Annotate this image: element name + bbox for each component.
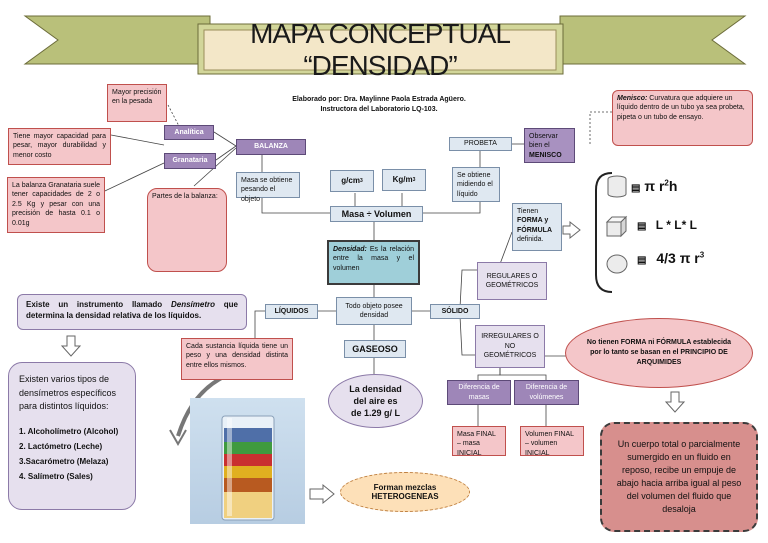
credits-author: Elaborado por: Dra. Maylinne Paola Estra… — [292, 96, 466, 103]
observar-text: Observar bien el — [529, 133, 558, 150]
analitica-node: Analítica — [164, 125, 214, 140]
dif-masas-node: Diferencia de masas — [447, 380, 511, 405]
unit-gcm3-text: g/cm — [341, 175, 360, 185]
formula-cylinder-tail: h — [668, 178, 678, 194]
vol-calc-box: Volumen FINAL – volumen INICIAL — [520, 426, 584, 457]
no-forma-box: No tienen FORMA ni FÓRMULA establecida p… — [565, 318, 753, 388]
densimetro-pre: Existe un instrumento llamado — [26, 300, 171, 309]
cada-sustancia-box: Cada sustancia líquida tiene un peso y u… — [181, 338, 293, 380]
masa-obtiene-box: Masa se obtiene pesando el objeto — [236, 172, 300, 203]
tipos-intro: Existen varios tipos de densímetros espe… — [19, 374, 117, 411]
unit-kgm3-text: Kg/m — [392, 174, 413, 184]
banner-ribbon-icon — [23, 15, 747, 75]
unit-gcm3-sup: 3 — [359, 177, 363, 184]
mezclas-box: Forman mezclas HETEROGENEAS — [340, 472, 470, 512]
balanza-parts-box: Partes de la balanza: — [147, 188, 227, 272]
equals-icon: ▤ — [631, 183, 641, 194]
solid-shapes-icon — [605, 175, 628, 274]
tipos-item: 1. Alcoholímetro (Alcohol) — [19, 426, 119, 436]
masa-calc-box: Masa FINAL – masa INICIAL — [452, 426, 506, 457]
formula-cylinder-sup: 2 — [664, 178, 669, 188]
dif-volumenes-node: Diferencia de volúmenes — [514, 380, 579, 405]
granataria-spec: La balanza Granataria suele tener capaci… — [7, 177, 105, 233]
tipos-item: 2. Lactómetro (Leche) — [19, 441, 103, 451]
unit-kgm3-sup: 3 — [412, 176, 416, 183]
aire-box: La densidad del aire es de 1.29 g/ L — [328, 374, 423, 428]
title-banner: MAPA CONCEPTUAL “DENSIDAD” — [0, 0, 768, 81]
menisco-box: Menisco: Curvatura que adquiere un líqui… — [612, 90, 753, 146]
analitica-note: Mayor precisión en la pesada — [107, 84, 167, 122]
formula-cylinder-text: π r — [644, 178, 665, 194]
regulares-node: REGULARES O GEOMÉTRICOS — [477, 262, 547, 300]
states-box: Todo objeto posee densidad — [336, 297, 412, 325]
layered-liquid-photo — [190, 398, 305, 524]
granataria-note: Tiene mayor capacidad para pesar, mayor … — [8, 128, 111, 165]
menisco-text: Curvatura que adquiere un líquido dentro… — [617, 95, 745, 121]
arquimides-box: Un cuerpo total o parcialmente sumergido… — [600, 422, 758, 532]
solido-node: SÓLIDO — [430, 304, 480, 319]
formula-sphere-text: 4/3 π r — [656, 250, 700, 266]
tipos-item: 4. Salímetro (Sales) — [19, 472, 93, 482]
credits-role: Instructora del Laboratorio LQ-103. — [320, 106, 438, 114]
observar-bold: MENISCO — [529, 151, 562, 159]
observar-box: Observar bien el MENISCO — [524, 128, 575, 163]
forma-pre: Tienen — [517, 208, 539, 215]
definition-label: Densidad: — [333, 246, 367, 253]
densimetro-em: Densímetro — [170, 300, 215, 309]
definition-text: Es la relación entre la masa y el volume… — [333, 246, 414, 272]
tipos-item: 3.Sacarómetro (Melaza) — [19, 456, 109, 466]
tipos-box: Existen varios tipos de densímetros espe… — [8, 362, 136, 510]
liquidos-node: LÍQUIDOS — [265, 304, 318, 319]
densimetro-box: Existe un instrumento llamado Densímetro… — [17, 294, 247, 330]
shapes-group: ▤ π r2h ▤ L * L* L ▤ 4/3 π r3 — [603, 172, 753, 292]
formula-box: Masa ÷ Volumen — [330, 206, 423, 222]
formula-cube-text: L * L* L — [655, 218, 697, 232]
formula-sphere: ▤ 4/3 π r3 — [637, 250, 704, 266]
credits: Elaborado por: Dra. Maylinne Paola Estra… — [264, 95, 494, 115]
menisco-label: Menisco: — [617, 95, 648, 102]
forma-post: definida. — [517, 236, 544, 244]
equals-icon: ▤ — [637, 221, 647, 232]
definition-box: Densidad: Es la relación entre la masa y… — [327, 240, 420, 285]
volumen-obtiene-box: Se obtiene midiendo el líquido — [452, 167, 500, 202]
balanza-node: BALANZA — [236, 139, 306, 155]
formula-cylinder: ▤ π r2h — [631, 178, 677, 194]
formula-sphere-sup: 3 — [699, 250, 705, 260]
forma-bold: FORMA y FÓRMULA — [517, 217, 552, 234]
formula-cube: ▤ L * L* L — [637, 218, 697, 232]
irregulares-node: IRREGULARES O NO GEOMÉTRICOS — [475, 325, 545, 368]
page-title: MAPA CONCEPTUAL “DENSIDAD” — [250, 18, 511, 81]
granataria-node: Granataria — [164, 153, 216, 169]
beaker-icon — [221, 415, 275, 521]
probeta-node: PROBETA — [449, 137, 512, 151]
gaseoso-node: GASEOSO — [344, 340, 406, 358]
forma-box: Tienen FORMA y FÓRMULA definida. — [512, 203, 562, 251]
densimetro-post: que determina la densidad relativa de lo… — [26, 300, 238, 320]
equals-icon: ▤ — [637, 255, 647, 266]
